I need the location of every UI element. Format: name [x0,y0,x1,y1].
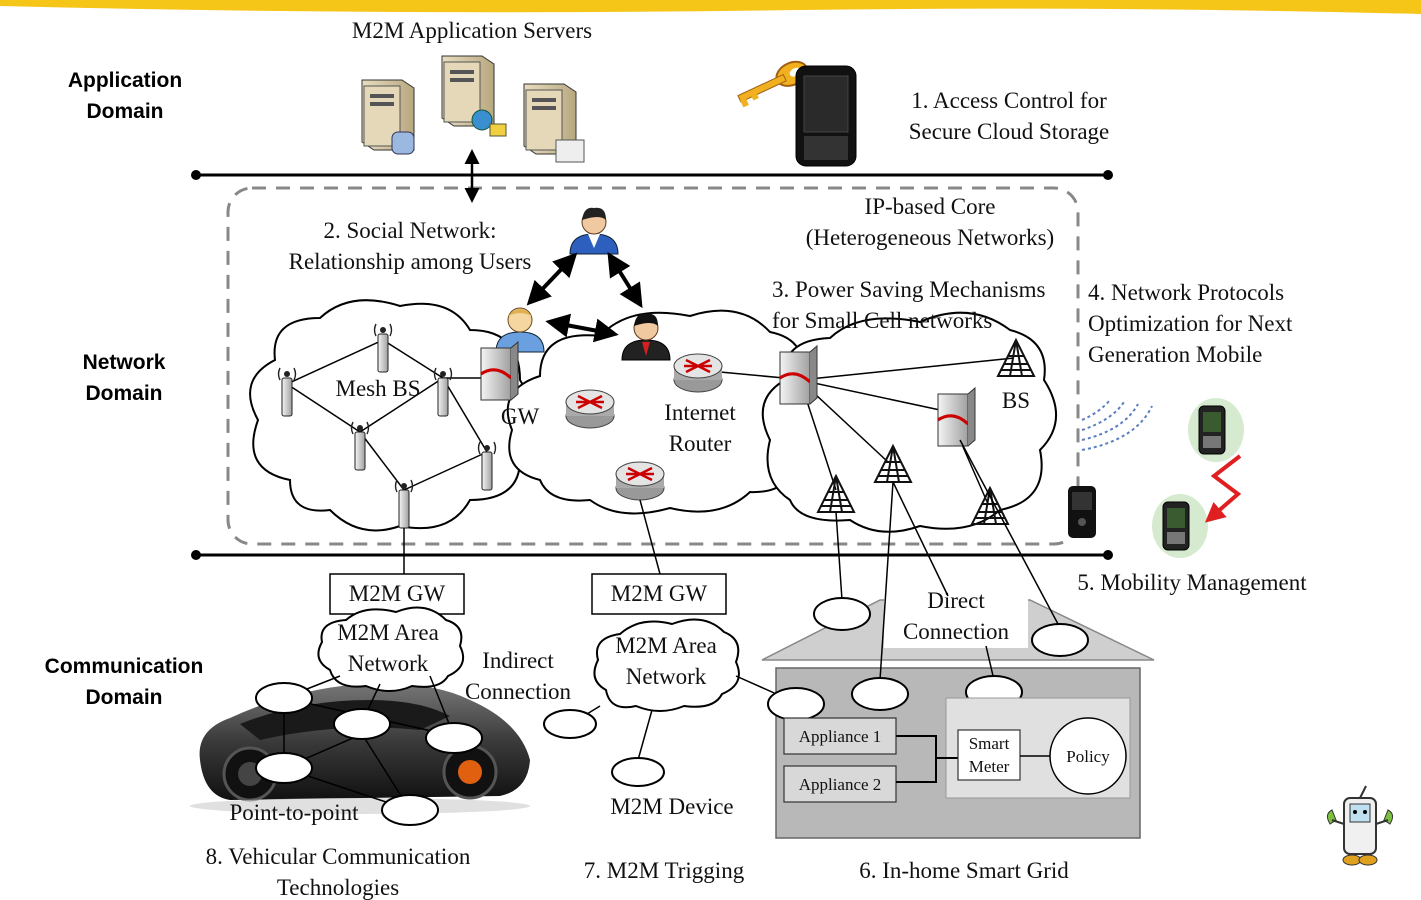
internet-cloud [506,309,815,515]
social-network-label: 2. Social Network:Relationship among Use… [289,218,532,274]
policy-label: Policy [1066,747,1110,766]
car-nodes [255,682,483,826]
router-icon [672,352,724,394]
smart-grid-label: 6. In-home Smart Grid [859,858,1069,883]
home-node [767,687,825,721]
mesh-bs-label: Mesh BS [336,376,421,401]
appliance1-label: Appliance 1 [799,727,882,746]
home-node [851,677,909,711]
appliance2-label: Appliance 2 [799,775,882,794]
social-link [526,252,578,306]
bs-label: BS [1002,388,1030,413]
appliance1-box [783,717,897,755]
gateway-server-icon [479,340,520,402]
mascot-icon [1326,785,1394,866]
app-servers-label: M2M Application Servers [352,18,592,43]
social-link [607,251,643,309]
top-banner [0,0,1421,14]
gw-label: GW [501,404,540,429]
server-icon [361,79,415,155]
router-icon [564,388,616,430]
m2m-device-node [543,709,597,739]
mobile-phone-icon [1152,494,1208,558]
point-to-point-label: Point-to-point [229,800,359,825]
router-link [719,371,785,379]
router-icon [614,460,666,502]
m2m-area-cloud-right [593,618,740,712]
direct-connection-label-bg [884,584,1028,648]
ip-core-label: IP-based Core(Heterogeneous Networks) [806,194,1054,250]
user-icon [569,207,619,255]
home-node [813,597,871,631]
server-icon [523,83,585,163]
appliance-meter-links [896,735,958,783]
ip-core-box [226,186,1080,546]
handover-arrow [1204,454,1242,523]
small-cell-server-icon [936,386,977,448]
m2m-device-label: M2M Device [610,794,733,819]
mobile-phone-icon [1188,398,1244,462]
home-node-links [835,439,1059,681]
user-icon [495,307,545,353]
smart-meter-box [957,729,1021,781]
m2m-device-node [611,757,665,787]
m2m-area-cloud-left [317,606,464,692]
m2m-gw-box [591,573,727,615]
m2m-gw-label: M2M GW [611,581,708,606]
small-cell-server-icon [778,344,819,406]
phone-icon [795,65,857,167]
signal-waves [1081,399,1153,451]
small-cell-cloud [761,311,1057,533]
trigging-label: 7. M2M Trigging [584,858,745,883]
appliance2-box [783,765,897,803]
m2m-gw-label: M2M GW [349,581,446,606]
phone-icon [1068,486,1096,538]
policy-circle [1049,717,1127,795]
social-link [545,313,619,343]
mobility-label: 5. Mobility Management [1077,570,1307,595]
home-node [1031,623,1089,657]
gw-uplink [639,499,661,575]
user-icon [621,313,671,361]
server-icon [441,55,507,137]
